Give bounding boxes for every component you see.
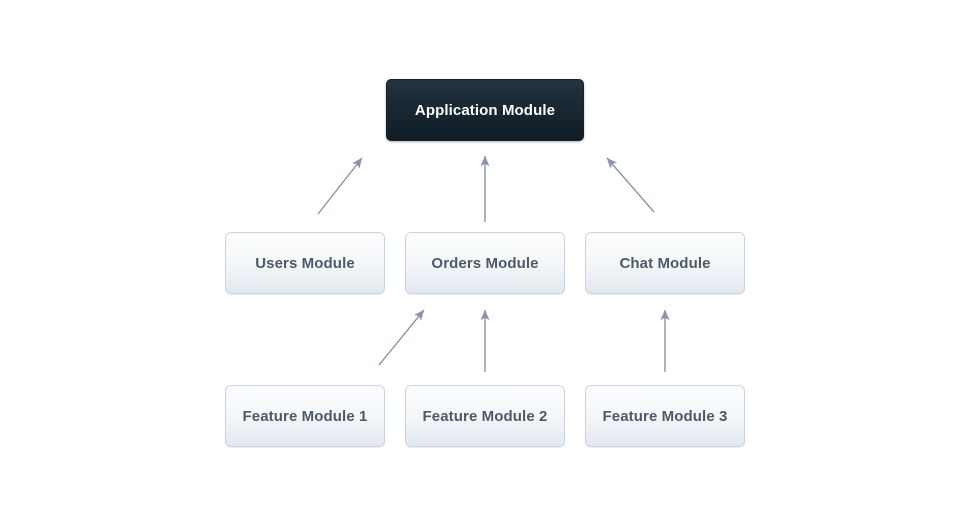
node-label: Orders Module <box>431 254 539 272</box>
node-feature-module-3[interactable]: Feature Module 3 <box>585 385 745 447</box>
node-label: Chat Module <box>619 254 711 272</box>
node-label: Users Module <box>255 254 355 272</box>
node-label: Feature Module 2 <box>422 407 548 425</box>
users-module-to-application-module <box>317 157 363 215</box>
node-label: Application Module <box>414 101 556 119</box>
node-feature-module-2[interactable]: Feature Module 2 <box>405 385 565 447</box>
node-label: Feature Module 1 <box>242 407 368 425</box>
chat-module-to-application-module <box>606 157 655 213</box>
node-label: Feature Module 3 <box>602 407 728 425</box>
feature-module-1-to-orders-module <box>378 309 425 366</box>
node-orders-module[interactable]: Orders Module <box>405 232 565 294</box>
node-application-module[interactable]: Application Module <box>386 79 584 141</box>
node-chat-module[interactable]: Chat Module <box>585 232 745 294</box>
node-users-module[interactable]: Users Module <box>225 232 385 294</box>
node-feature-module-1[interactable]: Feature Module 1 <box>225 385 385 447</box>
